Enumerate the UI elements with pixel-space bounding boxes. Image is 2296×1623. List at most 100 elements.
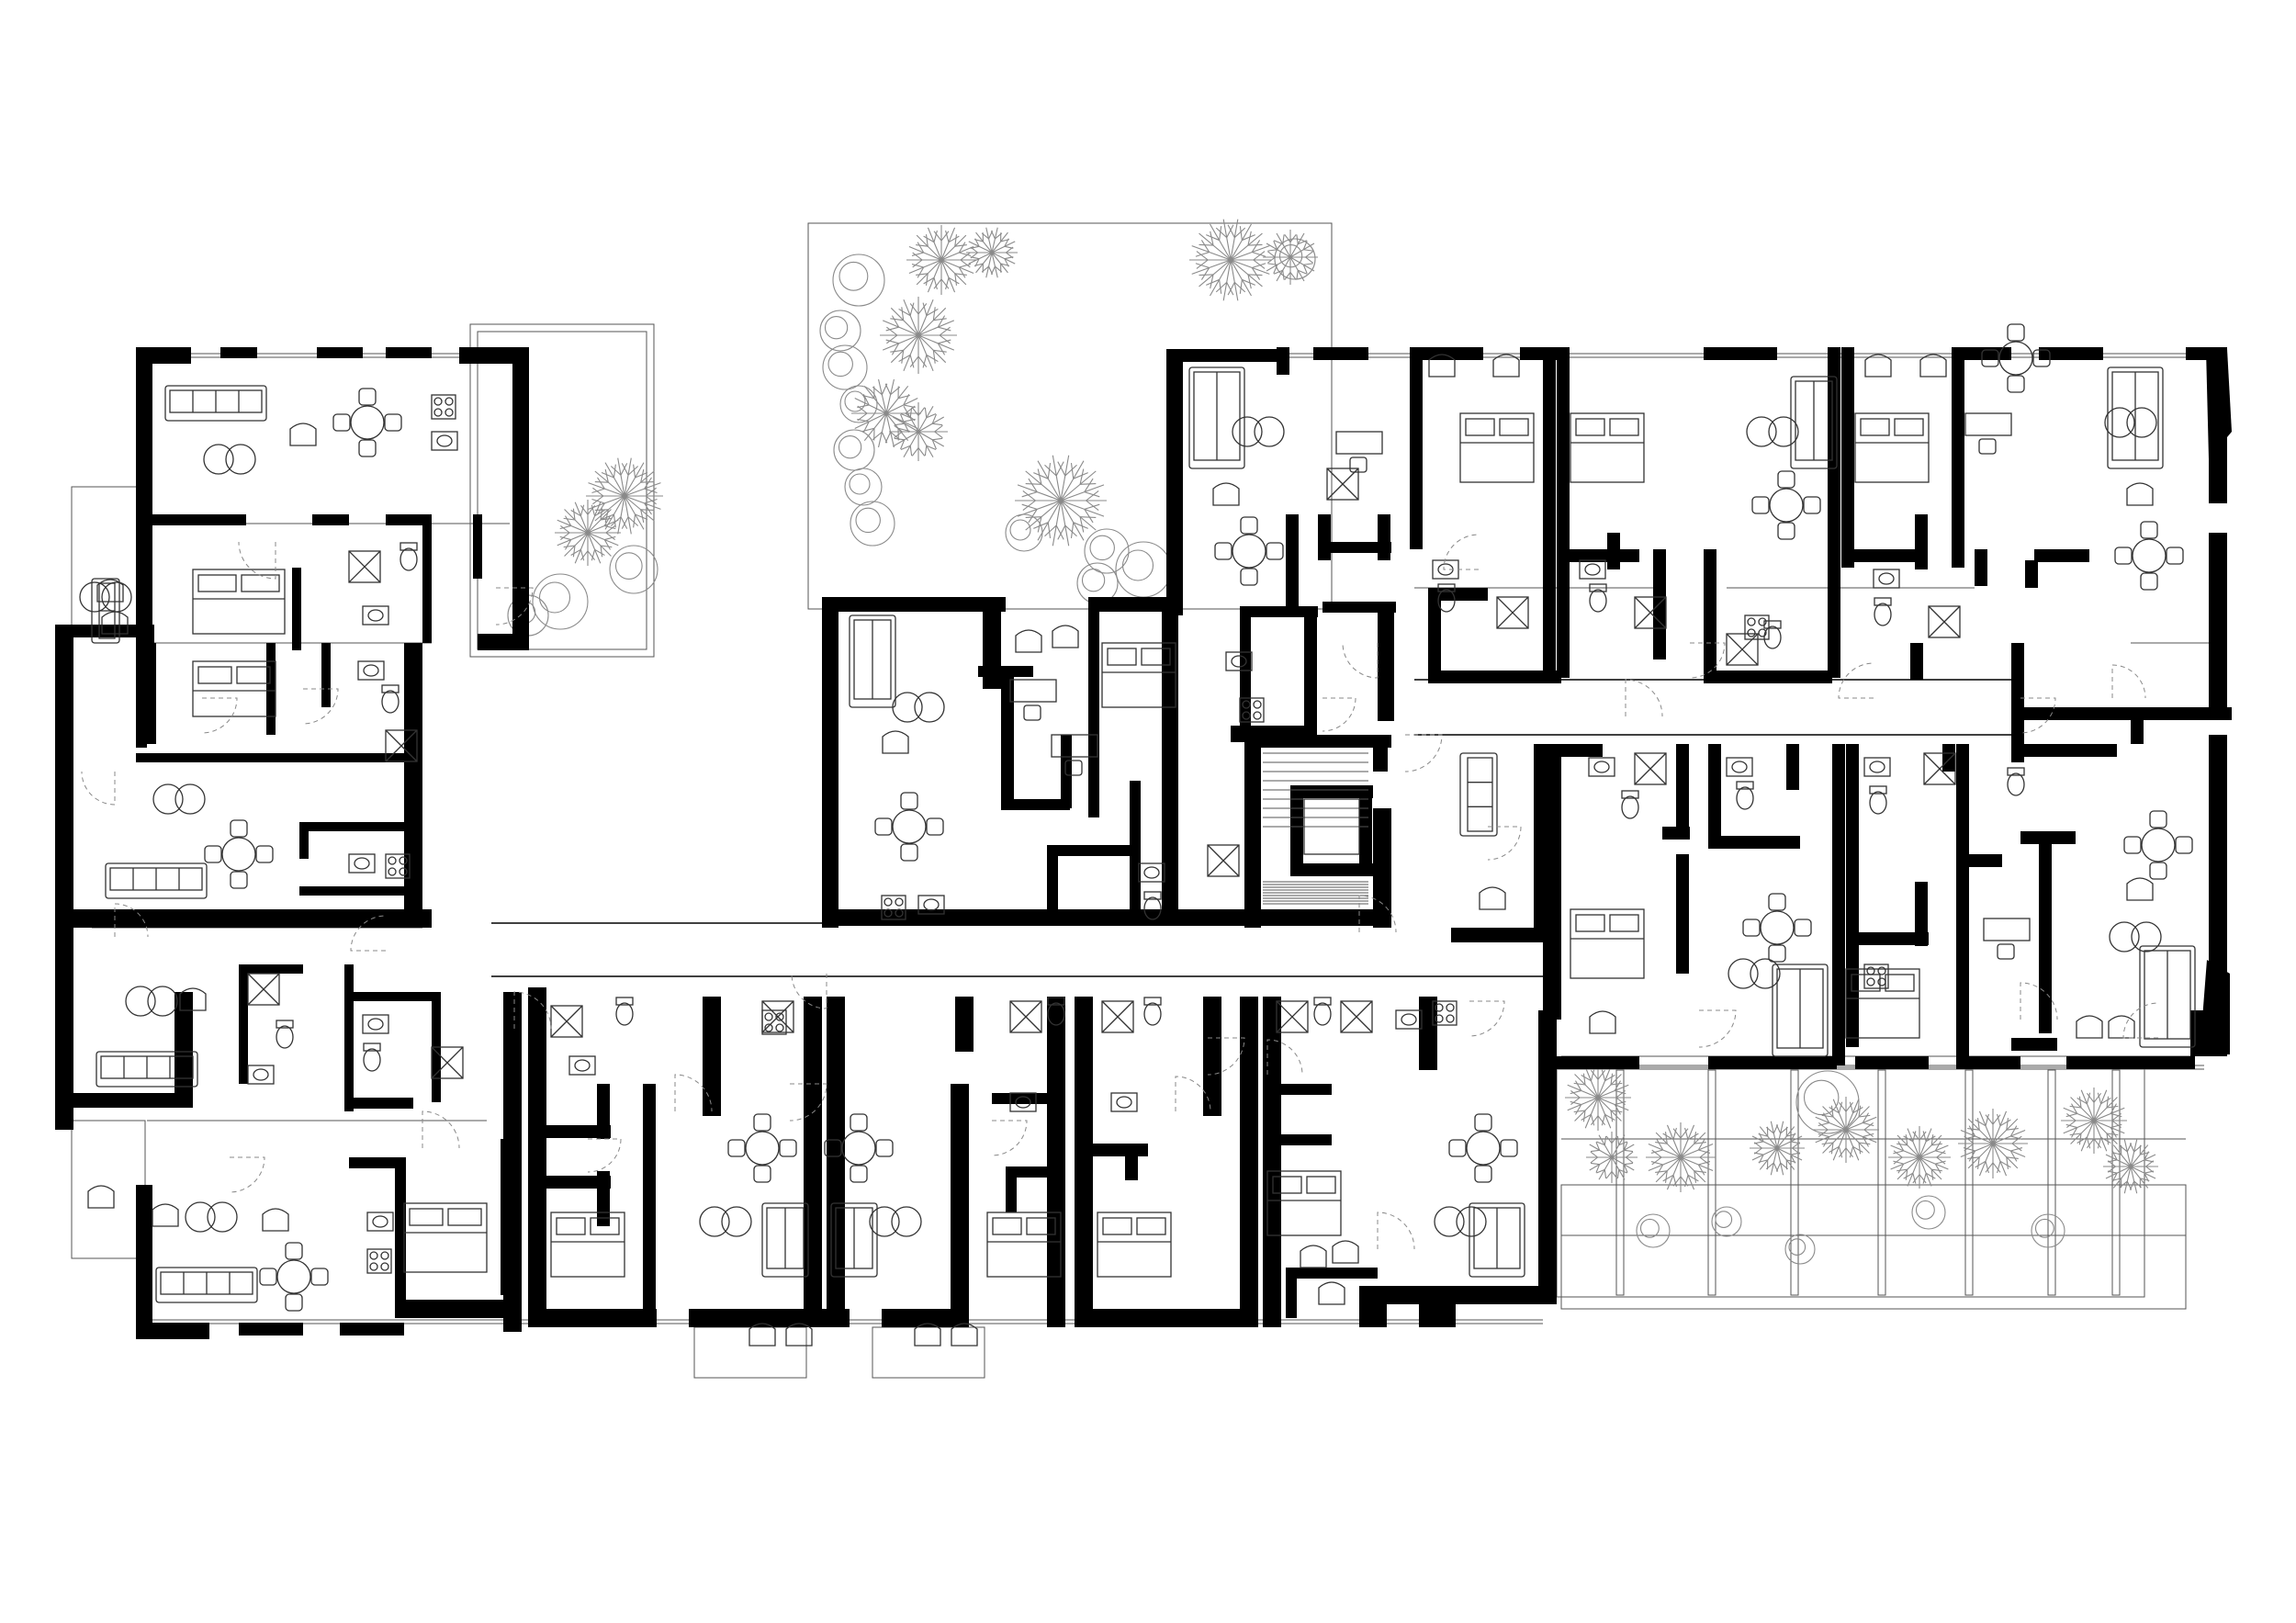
dining-table bbox=[824, 1113, 894, 1183]
door-swing bbox=[1469, 1000, 1505, 1037]
shower bbox=[1634, 752, 1667, 785]
tree bbox=[1646, 1122, 1716, 1192]
coffee-table bbox=[892, 692, 945, 723]
sofa bbox=[830, 1202, 878, 1278]
tree bbox=[555, 500, 621, 566]
sofa bbox=[761, 1202, 809, 1278]
armchair bbox=[179, 987, 207, 1011]
sink bbox=[1009, 1092, 1037, 1112]
toilet bbox=[2007, 767, 2025, 796]
coffee-table bbox=[1434, 1206, 1487, 1237]
armchair bbox=[914, 1323, 941, 1347]
hob bbox=[366, 1248, 392, 1274]
tree bbox=[2061, 1088, 2127, 1154]
door-swings bbox=[81, 534, 2159, 1250]
south-pergola-garden bbox=[1556, 1065, 2187, 1310]
toilet bbox=[381, 684, 400, 714]
door-swing bbox=[991, 1120, 1028, 1156]
tree bbox=[1711, 1206, 1742, 1237]
dining-table bbox=[259, 1242, 329, 1312]
door-swing bbox=[114, 903, 149, 938]
hob bbox=[385, 853, 411, 879]
tree bbox=[906, 225, 976, 295]
shower bbox=[1923, 752, 1956, 785]
tree bbox=[1084, 528, 1130, 574]
tree bbox=[1813, 1097, 1879, 1163]
sofa bbox=[1188, 366, 1245, 469]
armchair bbox=[1864, 354, 1892, 378]
dining-table bbox=[1214, 516, 1284, 586]
coffee-table bbox=[2109, 921, 2162, 952]
shower bbox=[1101, 1000, 1134, 1033]
bed bbox=[1854, 412, 1930, 483]
tree bbox=[1750, 1121, 1805, 1176]
tree bbox=[2103, 1139, 2158, 1194]
toilet bbox=[1437, 583, 1456, 613]
sofa bbox=[96, 1051, 198, 1088]
sofa bbox=[2107, 366, 2164, 469]
pergola-post bbox=[1790, 1069, 1799, 1296]
dining-table bbox=[2123, 810, 2193, 880]
bed bbox=[986, 1212, 1062, 1278]
toilet bbox=[1763, 620, 1782, 649]
armchair bbox=[785, 1323, 813, 1347]
desk bbox=[1335, 431, 1383, 473]
desk bbox=[1051, 734, 1098, 776]
armchair bbox=[2108, 1015, 2135, 1039]
shower bbox=[761, 1000, 794, 1033]
shower bbox=[1340, 1000, 1373, 1033]
dining-table bbox=[727, 1113, 797, 1183]
tree bbox=[1795, 1070, 1860, 1134]
coffee-table bbox=[185, 1201, 238, 1233]
dining-table bbox=[204, 819, 274, 889]
armchair bbox=[2126, 877, 2154, 901]
door-swing bbox=[1342, 642, 1379, 679]
dining-table bbox=[2114, 521, 2184, 591]
tree bbox=[850, 501, 895, 547]
tree bbox=[1888, 1126, 1951, 1189]
door-swing bbox=[789, 1083, 827, 1121]
armchair bbox=[1318, 1281, 1345, 1305]
bed bbox=[1570, 908, 1645, 979]
sink bbox=[1138, 862, 1165, 883]
sink bbox=[1873, 569, 1900, 589]
dining-table bbox=[1751, 470, 1821, 540]
tree bbox=[966, 227, 1018, 278]
shower bbox=[348, 550, 381, 583]
desk bbox=[1983, 918, 2031, 960]
door-swing bbox=[1266, 1039, 1303, 1076]
door-swing bbox=[1358, 895, 1397, 933]
shower bbox=[1726, 633, 1759, 666]
sofa bbox=[1459, 752, 1498, 837]
armchair bbox=[1428, 354, 1456, 378]
pergola-post bbox=[2047, 1069, 2056, 1296]
toilet bbox=[1047, 997, 1065, 1026]
tree bbox=[851, 378, 921, 448]
coffee-table bbox=[869, 1206, 922, 1237]
sink bbox=[1588, 757, 1615, 777]
door-swing bbox=[587, 1138, 622, 1173]
pergola-post bbox=[2111, 1069, 2121, 1296]
door-swing bbox=[674, 1074, 713, 1112]
dining-table bbox=[332, 388, 402, 457]
toilet bbox=[1313, 997, 1332, 1026]
tree bbox=[2031, 1213, 2065, 1248]
armchair bbox=[951, 1323, 978, 1347]
door-swing bbox=[1487, 826, 1522, 861]
sink bbox=[1225, 651, 1253, 671]
door-swing bbox=[81, 771, 116, 806]
sofa bbox=[849, 614, 896, 708]
sink bbox=[362, 605, 389, 626]
sofa bbox=[105, 862, 208, 899]
door-swing bbox=[238, 541, 276, 580]
sofa bbox=[1469, 1202, 1525, 1278]
tree bbox=[844, 468, 883, 506]
walls bbox=[55, 347, 2232, 1339]
dining-table bbox=[1981, 323, 2051, 393]
sofa bbox=[1790, 376, 1838, 469]
armchair bbox=[262, 1208, 289, 1232]
tree bbox=[1274, 238, 1316, 280]
armchair bbox=[1015, 629, 1042, 653]
shower bbox=[1634, 596, 1667, 629]
shower bbox=[1496, 596, 1529, 629]
